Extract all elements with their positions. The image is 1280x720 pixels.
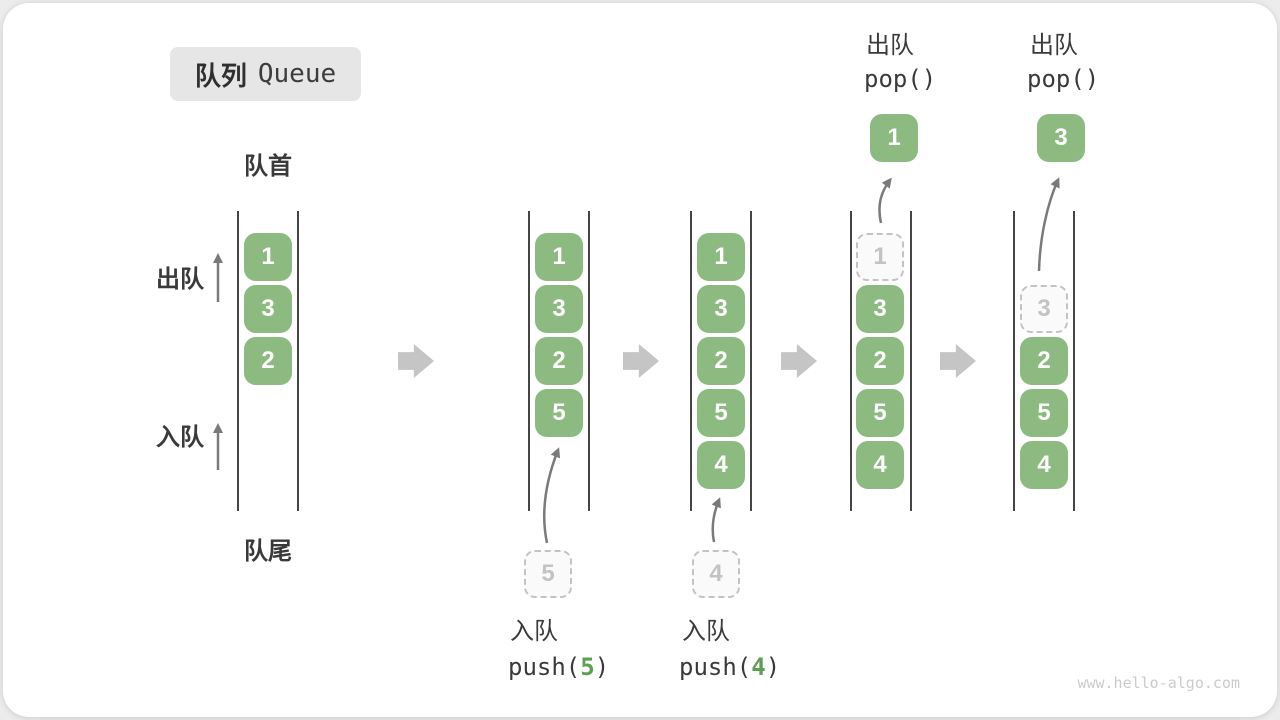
queue-item: 3 (856, 285, 904, 333)
queue-item: 2 (1020, 337, 1068, 385)
removed-item-ghost: 3 (1020, 285, 1068, 333)
pop-code-label: pop() (1027, 65, 1100, 93)
queue-item: 1 (244, 233, 292, 281)
code-text: ) (594, 653, 610, 681)
queue-item: 4 (856, 441, 904, 489)
queue-item: 3 (697, 285, 745, 333)
queue-wall (237, 211, 239, 511)
queue-wall (1013, 211, 1015, 511)
queue-wall (588, 211, 590, 511)
queue-item: 2 (244, 337, 292, 385)
enqueue-op-label: 入队 (682, 618, 730, 645)
queue-rear-label: 队尾 (244, 538, 292, 565)
queue-item: 4 (697, 441, 745, 489)
queue-wall (1073, 211, 1075, 511)
popped-item: 1 (870, 114, 918, 162)
push-code-label: push(5) (508, 652, 609, 682)
dequeue-op-label: 出队 (866, 32, 914, 59)
queue-wall (910, 211, 912, 511)
pop-code-label: pop() (864, 65, 937, 93)
popped-item: 3 (1037, 114, 1085, 162)
enqueue-op-label: 入队 (510, 618, 558, 645)
watermark: www.hello-algo.com (1077, 674, 1240, 692)
code-text: ) (765, 653, 781, 681)
code-arg: 4 (751, 653, 766, 681)
queue-item: 2 (535, 337, 583, 385)
dequeue-op-label: 出队 (1030, 32, 1078, 59)
queue-item: 5 (1020, 389, 1068, 437)
queue-front-label: 队首 (244, 153, 292, 180)
title-box: 队列 Queue (170, 47, 361, 101)
queue-wall (297, 211, 299, 511)
incoming-item-ghost: 5 (524, 550, 572, 598)
queue-item: 3 (244, 285, 292, 333)
code-text: push( (679, 653, 752, 681)
queue-wall (850, 211, 852, 511)
removed-item-ghost: 1 (856, 233, 904, 281)
push-code-label: push(4) (679, 652, 780, 682)
queue-item: 5 (535, 389, 583, 437)
queue-item: 2 (856, 337, 904, 385)
code-text: push( (508, 653, 581, 681)
dequeue-side-label: 出队 (156, 266, 204, 293)
title-zh: 队列 (194, 60, 247, 91)
queue-wall (750, 211, 752, 511)
code-arg: 5 (580, 653, 595, 681)
queue-wall (528, 211, 530, 511)
queue-item: 1 (697, 233, 745, 281)
title-en: Queue (257, 59, 337, 89)
queue-wall (690, 211, 692, 511)
queue-item: 4 (1020, 441, 1068, 489)
queue-item: 1 (535, 233, 583, 281)
queue-item: 3 (535, 285, 583, 333)
queue-item: 5 (697, 389, 745, 437)
queue-item: 5 (856, 389, 904, 437)
incoming-item-ghost: 4 (692, 550, 740, 598)
queue-item: 2 (697, 337, 745, 385)
enqueue-side-label: 入队 (156, 424, 204, 451)
